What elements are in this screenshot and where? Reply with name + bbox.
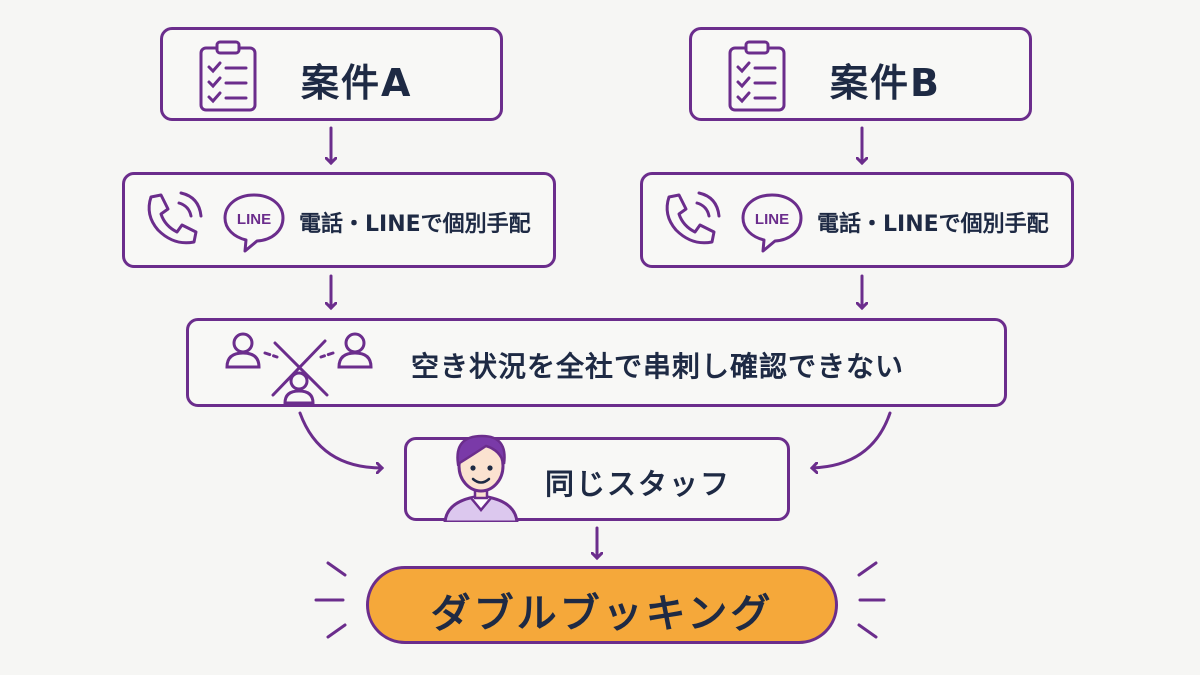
- case-a-label: 案件A: [301, 61, 413, 105]
- staff-box: 同じスタッフ: [404, 434, 790, 522]
- clipboard-icon: [199, 40, 257, 112]
- contact-a-label: 電話・LINEで個別手配: [299, 212, 531, 237]
- line-chat-icon: LINE: [741, 193, 803, 253]
- case-b-box: 案件B: [689, 27, 1032, 121]
- arrow-schedule-left-to-staff: [298, 411, 382, 468]
- result-label: ダブルブッキング: [430, 591, 774, 637]
- double-booking-result: ダブルブッキング: [366, 566, 838, 644]
- line-badge-text: LINE: [755, 211, 789, 228]
- phone-icon: [665, 191, 721, 245]
- line-badge-text: LINE: [237, 211, 271, 228]
- no-shared-availability-icon: [225, 332, 373, 405]
- contact-a-box: LINE 電話・LINEで個別手配: [122, 172, 556, 268]
- schedule-label: 空き状況を全社で串刺し確認できない: [411, 350, 905, 383]
- contact-b-box: LINE 電話・LINEで個別手配: [640, 172, 1074, 268]
- case-a-box: 案件A: [160, 27, 503, 121]
- schedule-box: 空き状況を全社で串刺し確認できない: [186, 318, 1007, 407]
- contact-b-label: 電話・LINEで個別手配: [817, 212, 1049, 237]
- arrow-schedule-right-to-staff: [812, 411, 892, 468]
- line-chat-icon: LINE: [223, 193, 285, 253]
- staff-avatar-icon: [443, 434, 519, 522]
- phone-icon: [147, 191, 203, 245]
- case-b-label: 案件B: [830, 61, 941, 105]
- staff-label: 同じスタッフ: [545, 467, 732, 501]
- clipboard-icon: [728, 40, 786, 112]
